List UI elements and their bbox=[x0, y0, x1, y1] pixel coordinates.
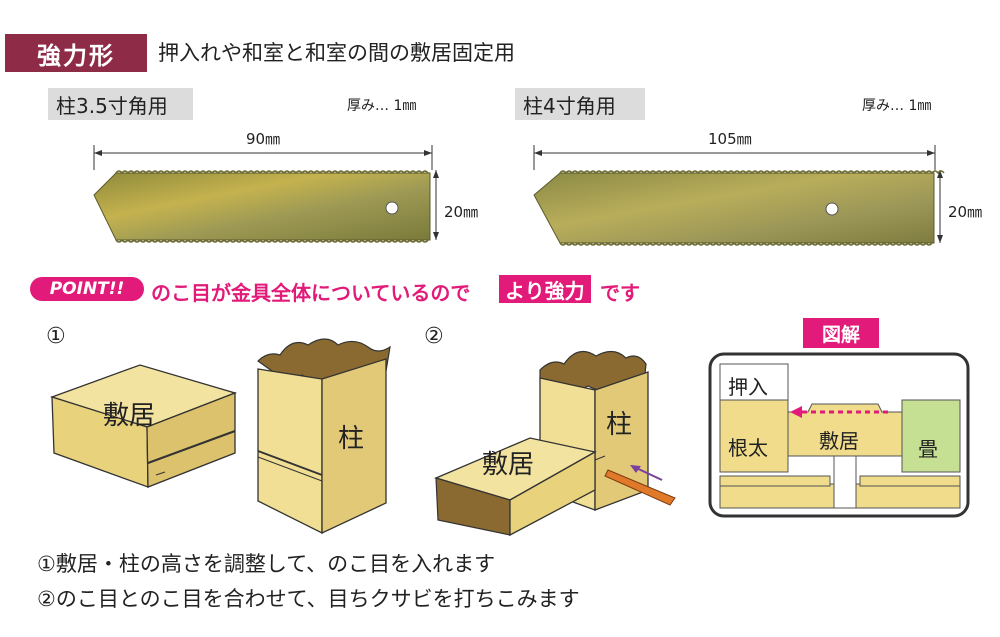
note-step-1: ①敷居・柱の高さを調整して、のこ目を入れます bbox=[37, 552, 496, 576]
step-2-hashira-label: 柱 bbox=[606, 410, 633, 440]
step-2-shikii-label: 敷居 bbox=[482, 450, 535, 480]
point-badge: POINT!! bbox=[30, 277, 144, 301]
diagram-neda-label: 根太 bbox=[728, 436, 768, 460]
step-1-shikii-block bbox=[49, 364, 238, 488]
product-1-plate-drawing bbox=[93, 145, 439, 243]
note-step-2: ②のこ目とのこ目を合わせて、目ちクサビを打ちこみます bbox=[37, 587, 580, 611]
product-1-width: 90㎜ bbox=[246, 130, 281, 148]
diagram-tatami-label: 畳 bbox=[918, 437, 938, 461]
point-text-after: です bbox=[600, 281, 640, 305]
diagram-title: 図解 bbox=[803, 318, 879, 348]
product-2-height: 20㎜ bbox=[948, 203, 983, 221]
step-1-number: ① bbox=[46, 324, 66, 349]
step-2-assembly bbox=[434, 350, 676, 537]
cross-section-diagram bbox=[708, 352, 970, 518]
product-1-label: 柱3.5寸角用 bbox=[48, 88, 193, 120]
step-1-shikii-label: 敷居 bbox=[103, 401, 156, 431]
product-2-label: 柱4寸角用 bbox=[515, 88, 645, 120]
product-2-plate-drawing bbox=[533, 145, 945, 246]
header-badge: 強力形 bbox=[5, 34, 147, 72]
diagram-shikii-label: 敷居 bbox=[819, 429, 859, 453]
product-1-thickness: 厚み… 1㎜ bbox=[347, 98, 417, 114]
step-1-hashira-post bbox=[257, 338, 391, 535]
product-2-width: 105㎜ bbox=[708, 130, 752, 148]
step-2-number: ② bbox=[424, 324, 444, 349]
header-description: 押入れや和室と和室の間の敷居固定用 bbox=[158, 41, 515, 65]
product-2-thickness: 厚み… 1㎜ bbox=[862, 98, 932, 114]
diagram-oshiire-label: 押入 bbox=[728, 375, 768, 399]
product-1-height: 20㎜ bbox=[444, 203, 479, 221]
point-text-before: のこ目が金具全体についているので bbox=[151, 281, 471, 305]
point-emphasis: より強力 bbox=[499, 275, 591, 303]
step-1-hashira-label: 柱 bbox=[338, 424, 365, 454]
